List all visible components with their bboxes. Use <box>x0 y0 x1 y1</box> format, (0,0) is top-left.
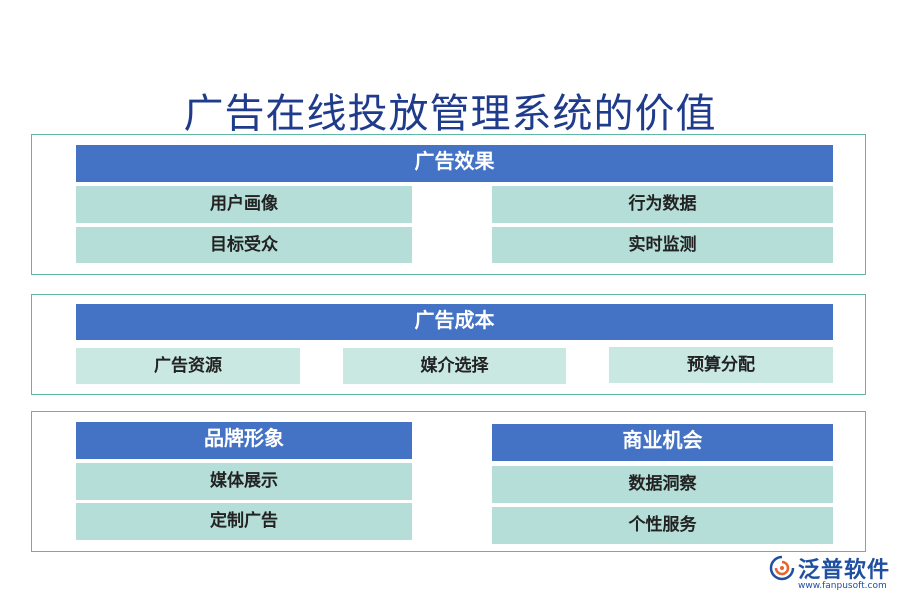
item-user-profile: 用户画像 <box>76 186 412 223</box>
header-business-opportunity: 商业机会 <box>492 424 833 461</box>
brand-logo: 泛普软件 www.fanpusoft.com <box>768 552 896 596</box>
item-budget-allocation: 预算分配 <box>609 347 833 383</box>
logo-name: 泛普软件 <box>798 558 891 583</box>
page-title: 广告在线投放管理系统的价值 <box>183 91 717 137</box>
item-behavior-data: 行为数据 <box>492 186 833 223</box>
header-ad-cost: 广告成本 <box>76 304 833 340</box>
item-target-audience: 目标受众 <box>76 227 412 263</box>
header-brand-image: 品牌形象 <box>76 422 412 459</box>
header-ad-effect: 广告效果 <box>76 145 833 182</box>
fanpu-logo-icon <box>769 555 795 581</box>
item-personalized-service: 个性服务 <box>492 507 833 544</box>
item-ad-resources: 广告资源 <box>76 348 300 384</box>
item-media-selection: 媒介选择 <box>343 348 566 384</box>
item-data-insight: 数据洞察 <box>492 466 833 503</box>
logo-url: www.fanpusoft.com <box>798 581 887 591</box>
item-custom-ads: 定制广告 <box>76 503 412 540</box>
item-realtime-monitoring: 实时监测 <box>492 227 833 263</box>
item-media-display: 媒体展示 <box>76 463 412 500</box>
